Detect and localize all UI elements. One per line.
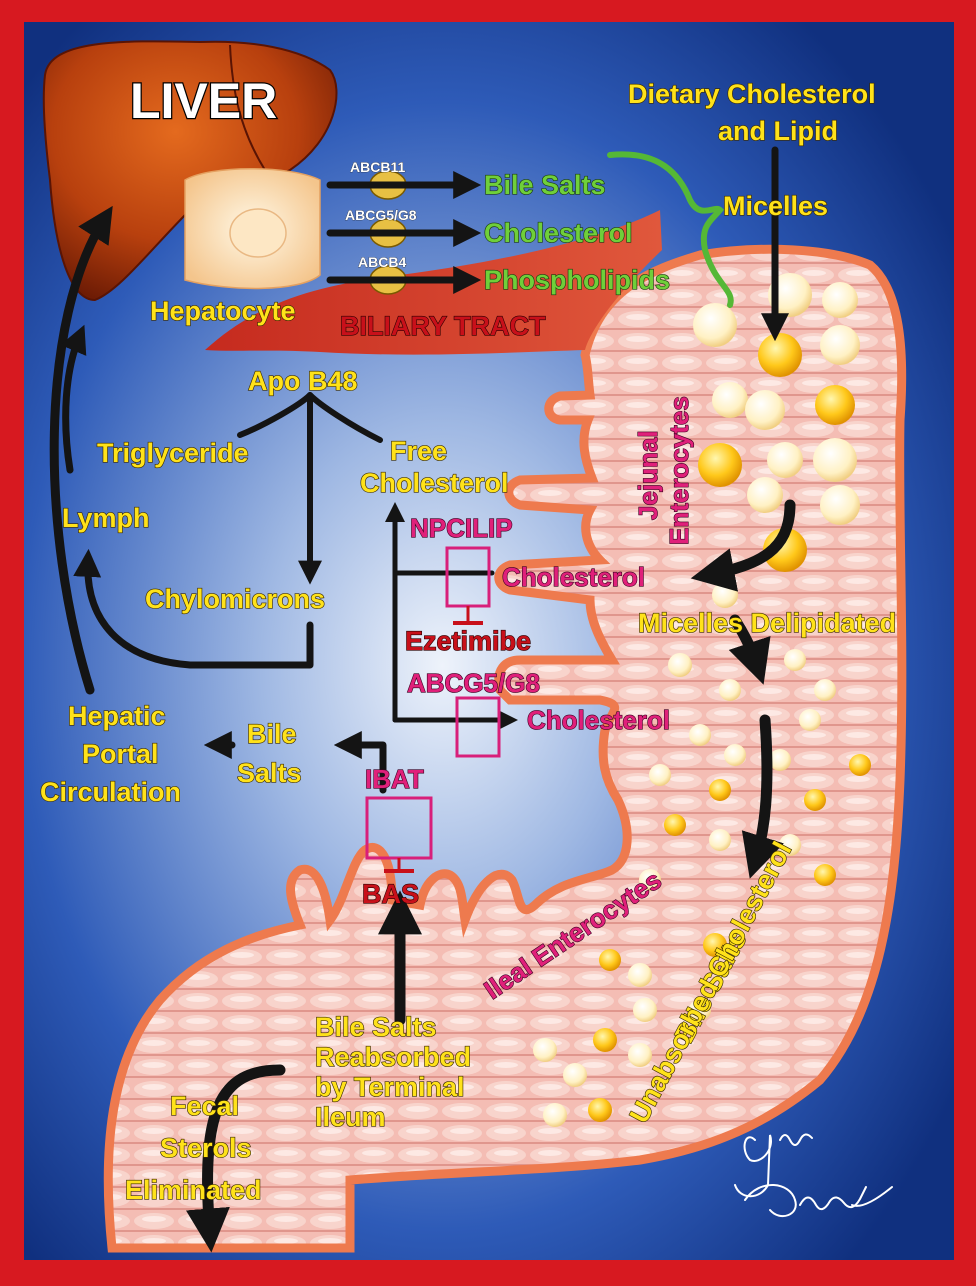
dietary-label-1: Dietary Cholesterol [628, 79, 876, 109]
secreted-cholesterol: Cholesterol [484, 218, 633, 248]
reabsorbed-label-1: Bile Salts [315, 1012, 437, 1042]
fecal-label-1: Fecal [170, 1091, 239, 1121]
reabsorbed-label-3: by Terminal [315, 1072, 465, 1102]
hepatic-label-3: Circulation [40, 777, 181, 807]
bile-label-1: Bile [247, 719, 297, 749]
cholesterol-efflux-label: Cholesterol [527, 705, 670, 735]
fecal-label-2: Sterols [160, 1133, 252, 1163]
hepatic-label-1: Hepatic [68, 701, 166, 731]
secreted-phospholipids: Phospholipids [484, 265, 670, 295]
ezetimibe-label: Ezetimibe [405, 626, 531, 656]
bile-label-2: Salts [237, 758, 302, 788]
reabsorbed-label-2: Reabsorbed [315, 1042, 471, 1072]
secreted-bile-salts: Bile Salts [484, 170, 606, 200]
lymph-label: Lymph [62, 503, 150, 533]
reabsorbed-label-4: Ileum [315, 1102, 386, 1132]
free-cholesterol-label-2: Cholesterol [360, 468, 509, 498]
liver-label: LIVER [130, 73, 277, 129]
bas-label: BAS [362, 879, 419, 909]
chylomicrons-label: Chylomicrons [145, 584, 325, 614]
ibat-label: IBAT [365, 764, 424, 794]
npc1l1-label: NPCILIP [410, 513, 513, 543]
free-cholesterol-label-1: Free [390, 436, 447, 466]
fecal-label-3: Eliminated [125, 1175, 262, 1205]
apo-b48-label: Apo B48 [248, 366, 358, 396]
transporter-abcb11: ABCB11 [350, 159, 405, 175]
transporter-abcg5g8: ABCG5/G8 [345, 207, 417, 223]
transporter-abcb4: ABCB4 [358, 254, 406, 270]
hepatocyte-nucleus [230, 209, 286, 257]
abcg5g8-label: ABCG5/G8 [407, 668, 540, 698]
hepatocyte-label: Hepatocyte [150, 296, 296, 326]
micelles-label: Micelles [723, 191, 828, 221]
dietary-label-2: and Lipid [718, 116, 838, 146]
biliary-tract-label: BILIARY TRACT [340, 311, 546, 341]
triglyceride-label: Triglyceride [97, 438, 249, 468]
jejunal-label-1: Jejunal [633, 430, 663, 520]
jejunal-label-2: Enterocytes [664, 396, 694, 545]
cholesterol-uptake-label: Cholesterol [502, 562, 645, 592]
hepatic-label-2: Portal [82, 739, 159, 769]
micelles-delipidated-label: Micelles Delipidated [638, 608, 896, 638]
